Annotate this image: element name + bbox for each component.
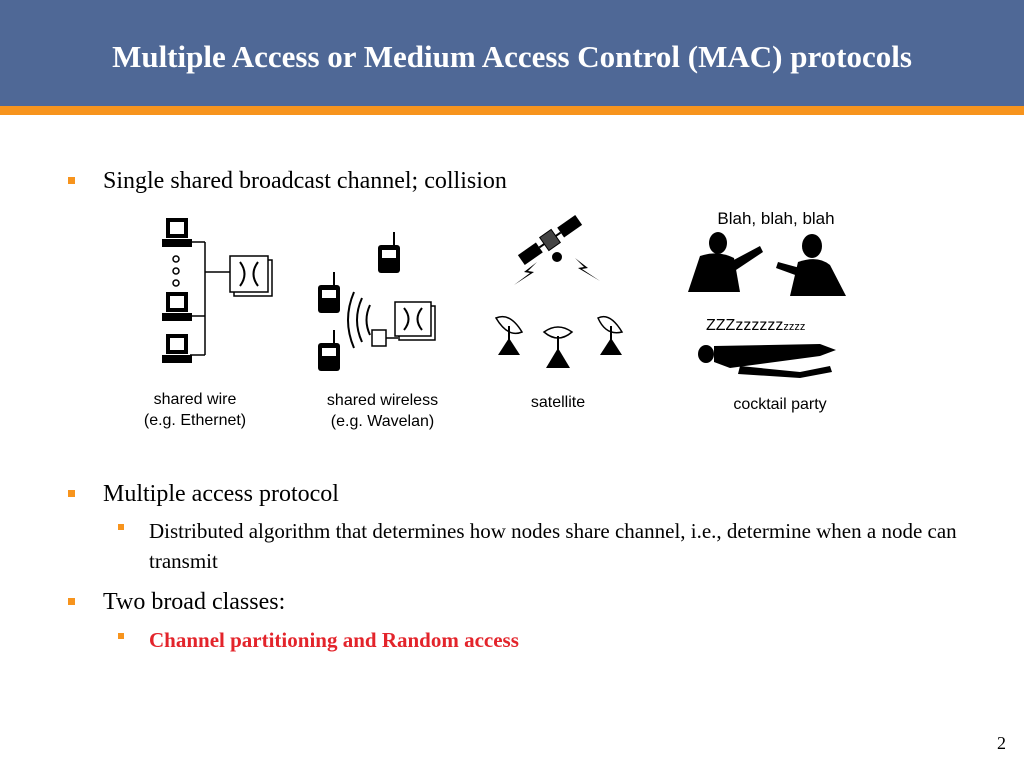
snore-small: zzzz [783,321,806,333]
bullet-text: Distributed algorithm that determines ho… [149,519,957,573]
computer-icon [162,334,192,363]
caption-line: (e.g. Ethernet) [143,412,247,429]
snore-text: ZZZzzzzzzzzzz [706,316,805,337]
caption-line: shared wire [153,391,237,408]
wireless-waves-icon [347,291,371,349]
talking-woman-icon [776,234,846,296]
bullet-text: Multiple access protocol [103,481,339,507]
caption-line: (e.g. Wavelan) [330,413,435,430]
access-point-icon [371,301,436,347]
satellite-caption: satellite [530,394,586,411]
sleeping-person-icon [698,344,836,378]
satellite-dish-icon [494,315,524,355]
title-underline [0,106,1024,115]
shared-wire-lines [190,241,232,356]
sub-bullet-classes: Channel partitioning and Random access [118,625,519,655]
sub-bullet-distributed: Distributed algorithm that determines ho… [118,516,968,576]
bullet-multiple-access: Multiple access protocol [68,480,339,508]
page-number: 2 [997,733,1006,753]
shared-wire-caption: shared wire (e.g. Ethernet) [120,389,270,431]
satellite-dish-icon [597,315,624,355]
bullet-square-icon [68,598,75,605]
handheld-icon [378,232,400,273]
switch-box-icon [229,255,273,297]
bullet-two-classes: Two broad classes: [68,588,285,616]
bullet-text-highlight: Channel partitioning and Random access [149,628,519,652]
bullet-text: Single shared broadcast channel; collisi… [103,168,507,194]
lightning-icon [514,258,600,285]
slide-title: Multiple Access or Medium Access Control… [112,39,912,74]
computer-icon [162,292,192,321]
bullet-shared-channel: Single shared broadcast channel; collisi… [68,167,507,195]
cocktail-party-caption: cocktail party [733,396,827,413]
satellite-icon [517,215,583,265]
bullet-square-icon [68,490,75,497]
bullet-square-icon [118,633,124,639]
satellite-dish-icon [542,326,574,368]
snore-big: ZZZzzzzzz [706,317,784,334]
bullet-square-icon [118,524,124,530]
shared-wireless-caption: shared wireless (e.g. Wavelan) [300,390,465,432]
ellipsis-dots [172,255,180,287]
caption-line: shared wireless [326,392,439,409]
handheld-icon [318,272,340,313]
talking-man-icon [688,232,763,292]
blah-speech-text: Blah, blah, blah [717,209,835,228]
bullet-square-icon [68,177,75,184]
bullet-text: Two broad classes: [103,589,286,615]
computer-icon [162,218,192,247]
handheld-icon [318,330,340,371]
title-bar [0,0,1024,106]
